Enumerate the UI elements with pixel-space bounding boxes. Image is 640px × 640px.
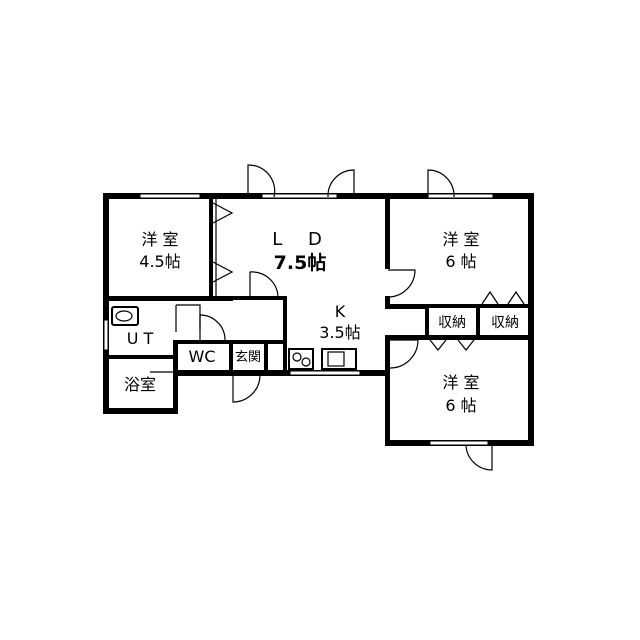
room-western-45-name: 洋 室 xyxy=(141,230,178,249)
room-western-6-top-name: 洋 室 xyxy=(442,230,479,249)
windows xyxy=(103,193,494,446)
room-western-6-top-size: 6 帖 xyxy=(445,252,476,271)
storage-left-label: 収納 xyxy=(438,315,466,331)
room-western-45-size: 4.5帖 xyxy=(139,252,180,271)
storage-right-label: 収納 xyxy=(491,315,519,331)
fixtures xyxy=(111,306,357,370)
doors xyxy=(150,164,525,471)
room-labels: 洋 室 4.5帖 L D 7.5帖 K 3.5帖 洋 室 6 帖 洋 室 6 帖… xyxy=(124,229,519,415)
room-ld-size: 7.5帖 xyxy=(274,251,327,274)
room-ld-name: L D xyxy=(272,229,332,250)
room-western-6-bottom-size: 6 帖 xyxy=(445,396,476,415)
room-kitchen-size: 3.5帖 xyxy=(319,323,360,342)
room-kitchen-name: K xyxy=(335,302,346,321)
room-bath-label: 浴室 xyxy=(124,375,156,394)
room-wc-label: WC xyxy=(189,347,216,366)
room-entrance-label: 玄関 xyxy=(235,350,261,365)
room-ut-label: U T xyxy=(127,329,154,348)
room-western-6-bottom-name: 洋 室 xyxy=(442,373,479,392)
